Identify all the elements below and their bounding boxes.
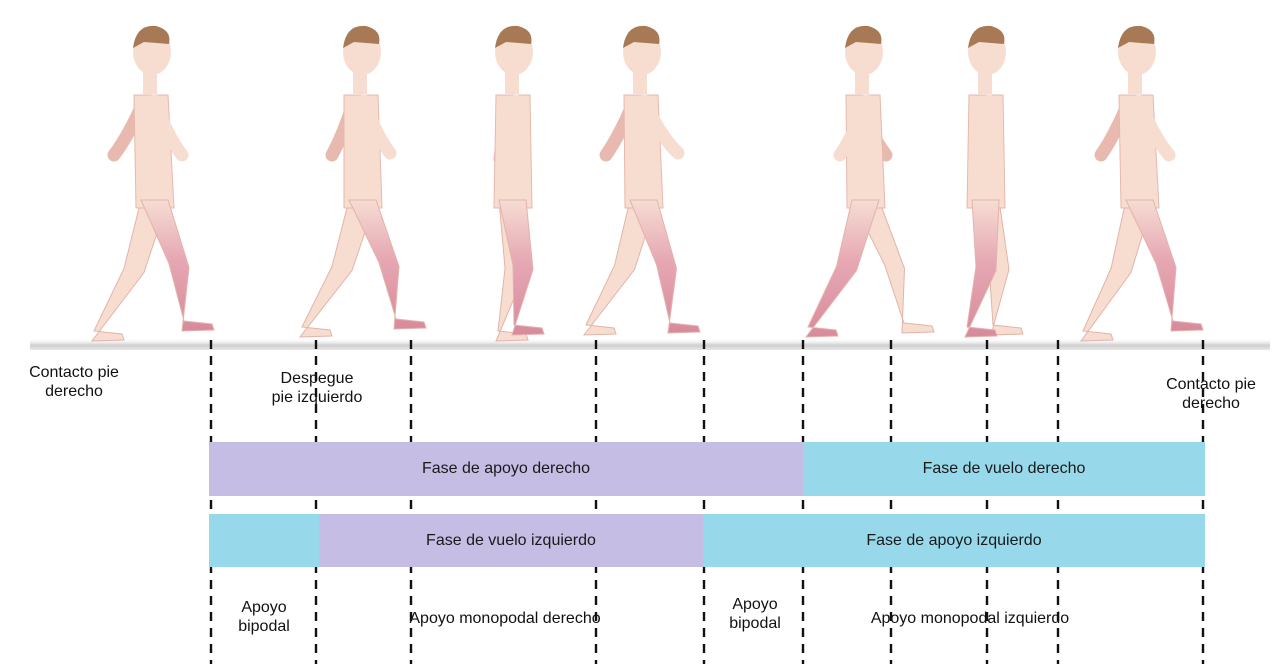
contact-start-label: Contacto pie derecho (4, 363, 144, 401)
fase-apoyo-derecho-label: Fase de apoyo derecho (422, 460, 590, 478)
neck (505, 72, 519, 94)
right-arm (983, 101, 989, 159)
neck (353, 72, 367, 94)
walking-figure-3 (494, 26, 544, 341)
fase-vuelo-izquierdo-label: Fase de vuelo izquierdo (426, 532, 596, 550)
right-arm (516, 101, 524, 159)
apoyo-monopodal-izquierdo-label: Apoyo monopodal izquierdo (820, 609, 1120, 628)
neck (978, 72, 992, 94)
neck (633, 72, 647, 94)
neck (143, 72, 157, 94)
fase-vuelo-derecho-bar: Fase de vuelo derecho (803, 442, 1205, 496)
right-leg-highlight (349, 200, 426, 329)
walking-figure-2 (300, 26, 426, 337)
fase-apoyo-derecho-bar: Fase de apoyo derecho (209, 442, 803, 496)
right-leg-highlight (806, 200, 879, 337)
fase-vuelo-derecho-label: Fase de vuelo derecho (923, 460, 1086, 478)
despegue-label: Despegue pie izquierdo (247, 369, 387, 407)
fase-apoyo-bipodal-bar (209, 514, 319, 567)
walking-figure-7 (1081, 26, 1203, 341)
fase-apoyo-izquierdo-label: Fase de apoyo izquierdo (866, 532, 1041, 550)
fase-vuelo-izquierdo-bar: Fase de vuelo izquierdo (319, 514, 703, 567)
neck (855, 72, 869, 94)
walking-figure-6 (965, 26, 1023, 337)
right-leg-highlight (141, 200, 214, 331)
apoyo-bipodal-1-label: Apoyo bipodal (214, 598, 314, 636)
contact-end-label: Contacto pie derecho (1146, 375, 1276, 413)
right-leg-highlight (630, 200, 700, 333)
walking-figure-5 (806, 26, 934, 337)
walking-figure-4 (584, 26, 700, 335)
apoyo-monopodal-derecho-label: Apoyo monopodal derecho (360, 609, 650, 628)
apoyo-bipodal-2-label: Apoyo bipodal (705, 595, 805, 633)
walking-figure-1 (92, 26, 214, 341)
right-leg-highlight (1126, 200, 1203, 331)
fase-apoyo-izquierdo-bar: Fase de apoyo izquierdo (703, 514, 1205, 567)
neck (1128, 72, 1142, 94)
